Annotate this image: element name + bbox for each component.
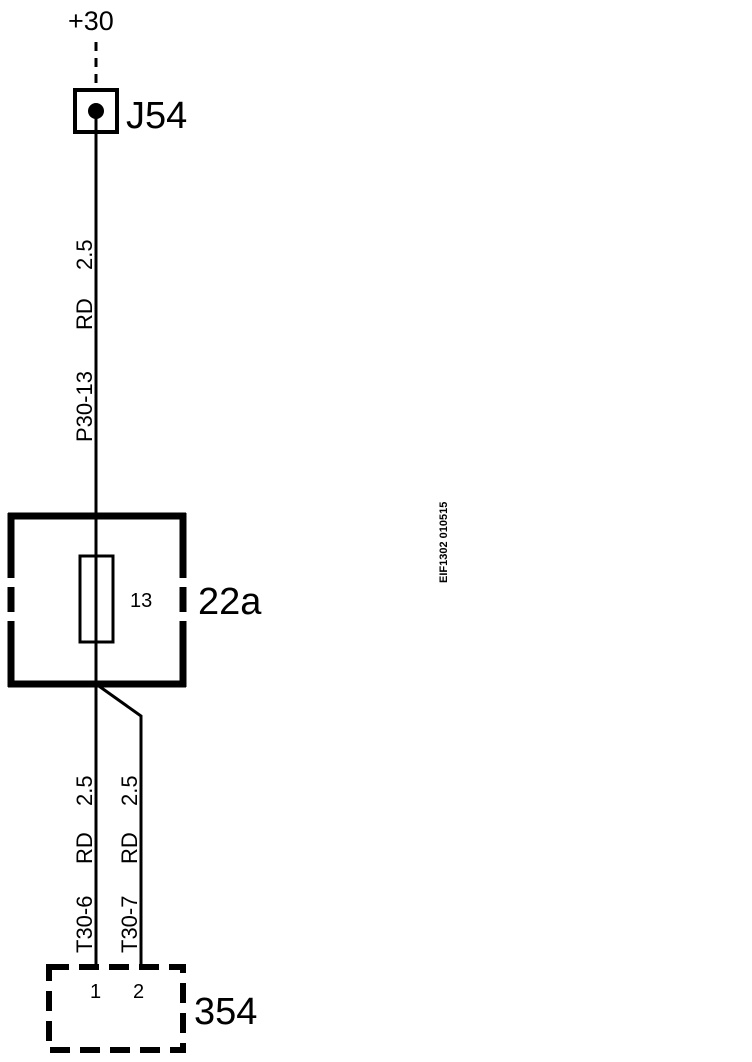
connector-label: 354 — [194, 991, 257, 1033]
wire-right-section: 2.5 — [117, 775, 142, 806]
wire-left-section: 2.5 — [72, 775, 97, 806]
wire-left-code: T30-6 — [72, 896, 97, 953]
wire-right-code: T30-7 — [117, 896, 142, 953]
wire-left-color: RD — [72, 832, 97, 864]
wire-top-code: P30-13 — [72, 371, 97, 442]
fuse-number: 13 — [130, 590, 152, 612]
junction-label: J54 — [126, 95, 187, 137]
supply-label: +30 — [68, 6, 114, 36]
connector-pin-1: 1 — [90, 981, 101, 1003]
wire-top-section: 2.5 — [72, 239, 97, 270]
wire-top-color: RD — [72, 298, 97, 330]
wire-right-color: RD — [117, 832, 142, 864]
drawing-code: EIF1302 010515 — [438, 502, 450, 583]
connector-box — [46, 964, 186, 1053]
wire-right — [95, 682, 143, 966]
connector-pin-2: 2 — [133, 981, 144, 1003]
fuse-box-label: 22a — [198, 581, 262, 623]
